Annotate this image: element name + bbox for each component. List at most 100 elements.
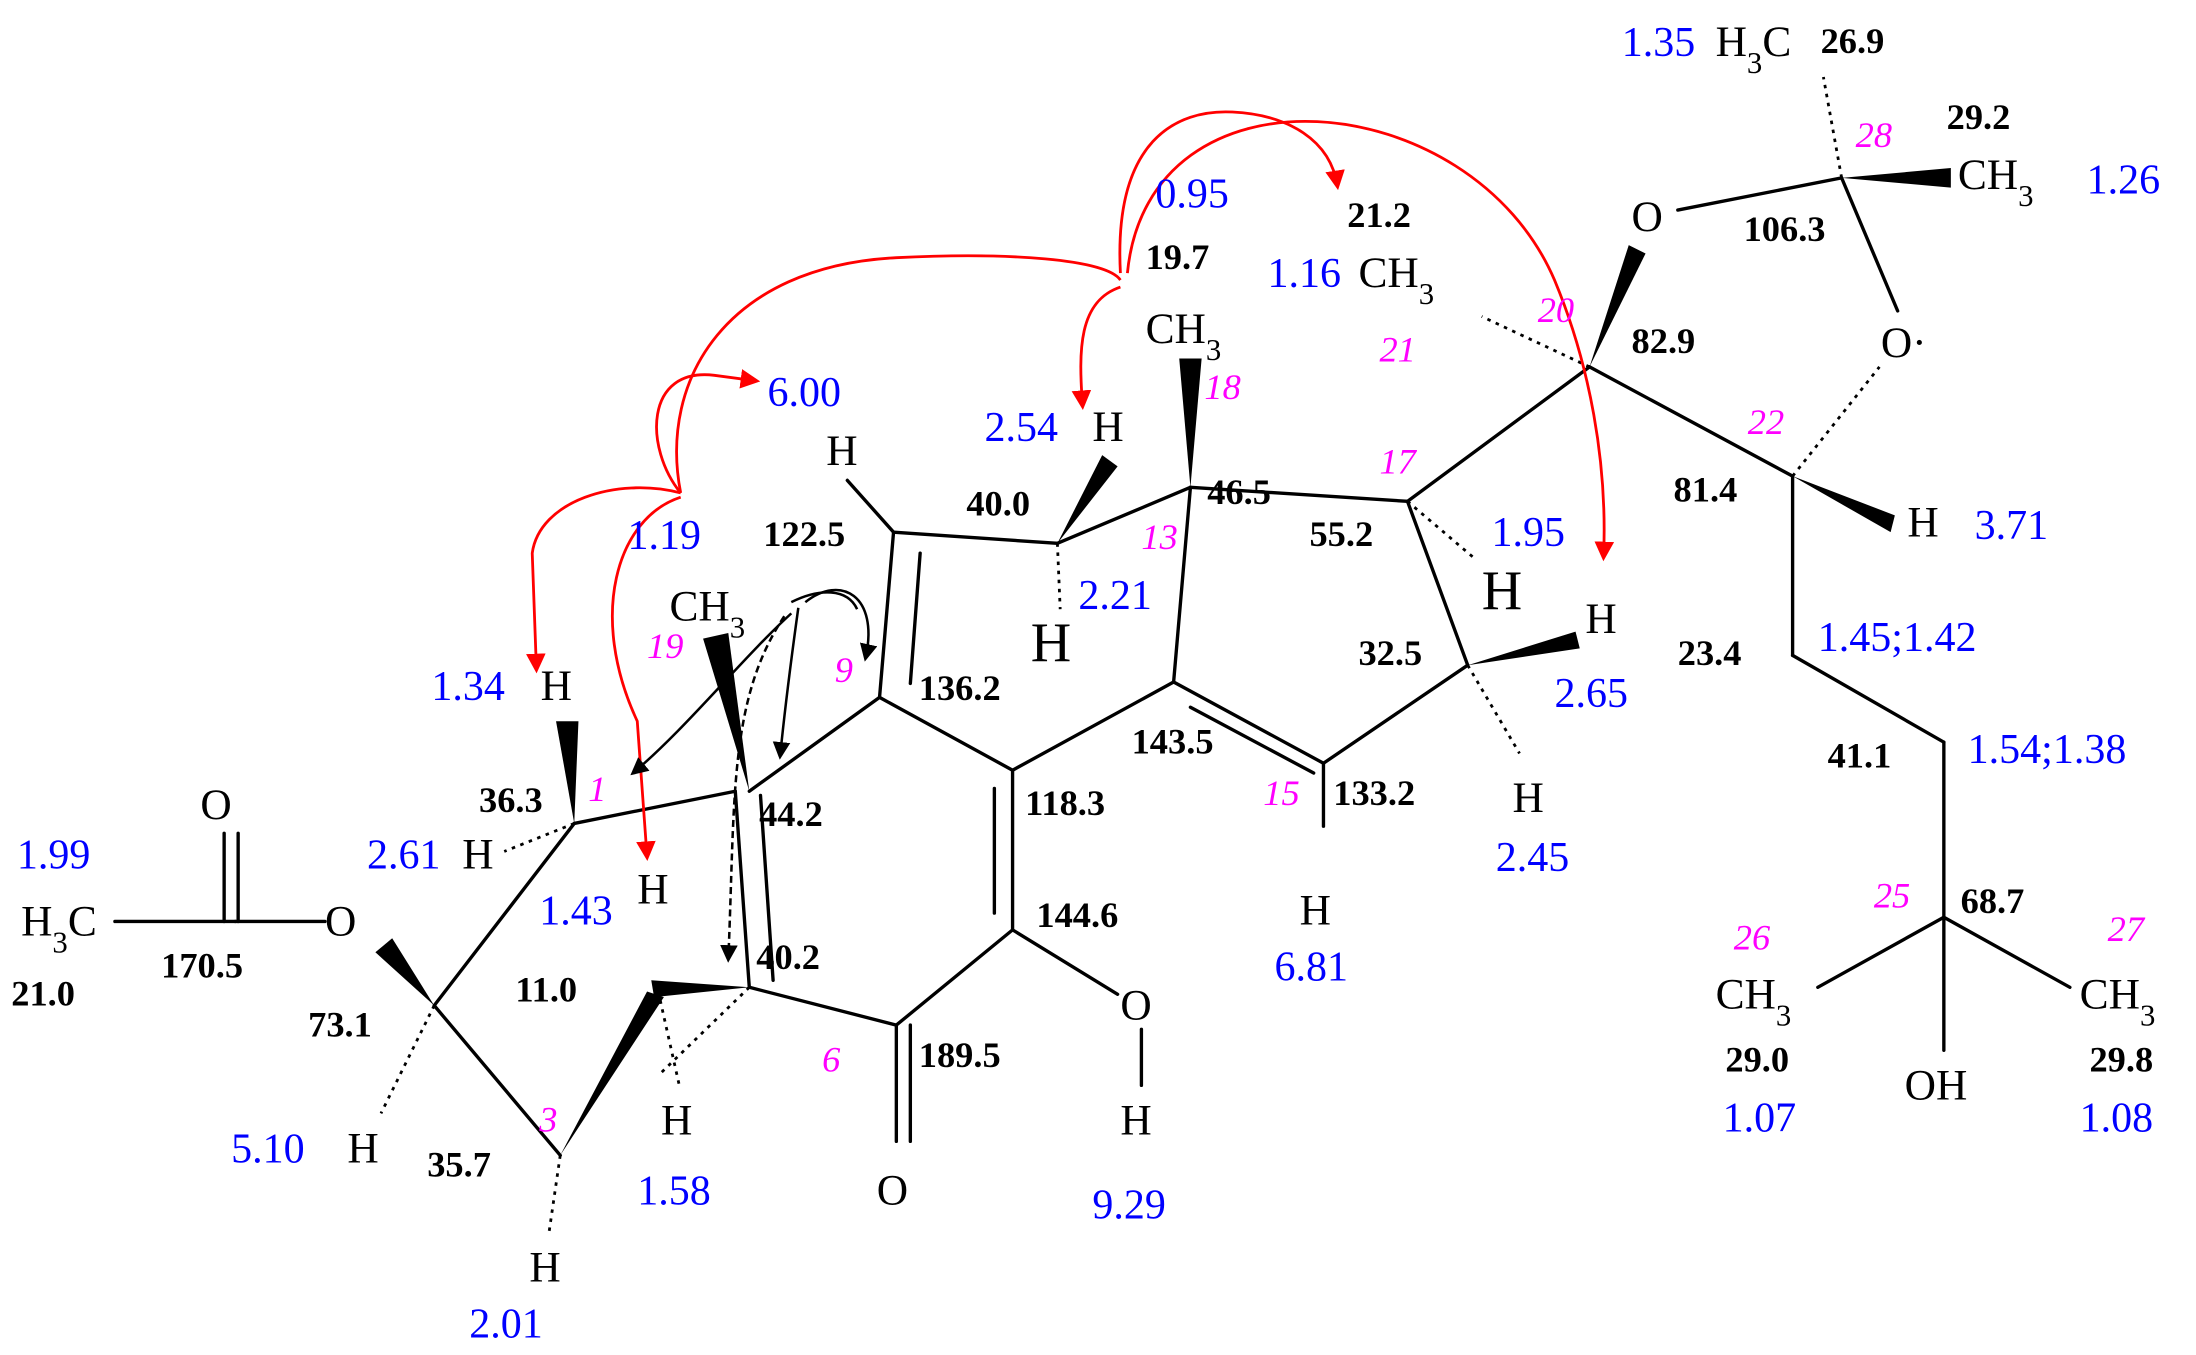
bond-o-c28: [1676, 176, 1844, 212]
noe-h19-h1a: [610, 495, 682, 861]
bond-c25-c26: [1816, 915, 1946, 989]
bond-c10-c11-double: [908, 551, 922, 686]
wedge-c16-h: [1467, 631, 1580, 666]
proton-shift-labels: 1.99 1.34 1.19 2.61 1.43 5.10 2.01 1.58 …: [17, 20, 2160, 1347]
label-ch3-21: CH3: [1358, 249, 1434, 311]
label-h-c11: H: [826, 427, 857, 475]
hash-c12-h: [1055, 543, 1062, 610]
shift-h3: 2.01: [469, 1301, 543, 1347]
bond-c8-c10: [877, 695, 1015, 772]
shift-hoh: 9.29: [1092, 1182, 1166, 1228]
hash-c4-h: [656, 991, 681, 1086]
label-h-c16b: H: [1513, 774, 1544, 822]
label-ch3-19: CH3: [669, 582, 745, 644]
bond-c16-c17: [1405, 499, 1470, 667]
bond-c1-c9: [572, 789, 737, 826]
bond-c11-h: [845, 478, 896, 534]
noe-h18-h12a: [1071, 285, 1121, 411]
shift-h1a: 1.43: [539, 888, 613, 934]
shift-h18: 0.95: [1155, 171, 1229, 217]
wedge-c1-h: [556, 721, 579, 824]
bond-c10-c11: [877, 530, 896, 700]
wedge-c20-o: [1589, 245, 1646, 367]
bond-c14-c15: [1171, 680, 1326, 765]
bond-c14-c8: [1010, 680, 1176, 772]
shift-h12a: 2.54: [985, 405, 1059, 451]
shift-c13: 46.5: [1207, 472, 1271, 512]
label-o-ring-top: O: [1632, 193, 1663, 241]
shift-h27: 1.08: [2080, 1096, 2154, 1142]
shift-h23: 1.45;1.42: [1818, 615, 1977, 661]
shift-h12b: 2.21: [1078, 573, 1152, 619]
bond-c15-c16: [1321, 663, 1470, 765]
shift-c23: 23.4: [1678, 633, 1742, 673]
label-oh-25: OH: [1905, 1061, 1968, 1109]
num-1: 1: [588, 769, 606, 809]
bond-c17-c13: [1188, 485, 1410, 504]
bond-c13-c14: [1171, 485, 1193, 684]
num-26: 26: [1734, 917, 1771, 957]
hmbc-h19-c9: [772, 607, 800, 760]
num-17: 17: [1379, 441, 1417, 481]
shift-h4: 1.58: [637, 1168, 711, 1214]
wedge-c3-c4: [560, 991, 664, 1156]
shift-c-acco: 170.5: [161, 945, 243, 985]
shift-c14: 143.5: [1132, 721, 1214, 761]
shift-h16b: 2.45: [1496, 835, 1570, 881]
label-h-c12a: H: [1092, 403, 1123, 451]
shift-h2: 2.61: [367, 832, 441, 878]
wedge-c5-c4: [651, 980, 750, 998]
bond-c9-c5: [733, 789, 751, 989]
num-22: 22: [1748, 402, 1784, 442]
label-h-c2b: H: [347, 1124, 378, 1172]
bond-c12-c13: [1055, 485, 1193, 546]
hash-c16-h: [1466, 664, 1521, 755]
bond-c11-c12: [891, 530, 1060, 546]
label-o-carbonyl: O: [200, 781, 231, 829]
shift-c11: 122.5: [763, 514, 845, 554]
num-3: 3: [538, 1100, 557, 1140]
shift-c16: 32.5: [1358, 633, 1422, 673]
label-h-c16a: H: [1585, 595, 1616, 643]
num-15: 15: [1263, 773, 1299, 813]
label-h-c3: H: [529, 1243, 560, 1291]
bond-c23-c24: [1790, 653, 1946, 744]
hmbc-h19-c10: [804, 588, 878, 662]
bond-c5-c6: [747, 985, 899, 1027]
num-21: 21: [1379, 329, 1415, 369]
num-18: 18: [1204, 367, 1240, 407]
shift-c25: 68.7: [1961, 881, 2025, 921]
shift-c5: 40.2: [756, 937, 820, 977]
hmbc-correlations: [630, 588, 878, 963]
bond-c9-c5-double: [758, 793, 775, 982]
bond-c2-c1: [432, 821, 576, 1008]
label-h-hydroxy: H: [1120, 1096, 1151, 1144]
bond-c25-c27: [1942, 915, 2072, 989]
label-h-c1a: H: [637, 865, 668, 913]
shift-h19: 1.19: [627, 513, 701, 559]
shift-c22: 81.4: [1674, 469, 1738, 509]
shift-c24: 41.1: [1828, 735, 1892, 775]
hash-c1-h: [503, 822, 575, 853]
label-h-c12b: H: [1031, 612, 1071, 674]
num-6: 6: [822, 1039, 841, 1079]
hmbc-h19-c5: [720, 615, 786, 963]
label-ch3-18: CH3: [1146, 305, 1222, 367]
label-h-c22: H: [1907, 498, 1938, 546]
label-h-c1b: H: [541, 662, 572, 710]
wedge-c9-ch3: [703, 632, 750, 792]
bond-c20-c22: [1587, 365, 1795, 478]
wedge-c13-ch3: [1179, 358, 1202, 488]
label-h-c4: H: [661, 1096, 692, 1144]
shift-c20: 82.9: [1632, 321, 1696, 361]
num-20: 20: [1538, 290, 1574, 330]
hashed-bonds: [379, 76, 1881, 1233]
shift-c9: 44.2: [759, 794, 823, 834]
shift-h22: 3.71: [1975, 503, 2048, 549]
shift-c6: 189.5: [919, 1035, 1001, 1075]
hash-c5-c3: [657, 986, 751, 1077]
wedge-c2-o: [375, 938, 435, 1006]
wedge-c22-h: [1792, 476, 1895, 533]
num-27: 27: [2108, 909, 2146, 949]
shift-c28: 106.3: [1744, 209, 1826, 249]
